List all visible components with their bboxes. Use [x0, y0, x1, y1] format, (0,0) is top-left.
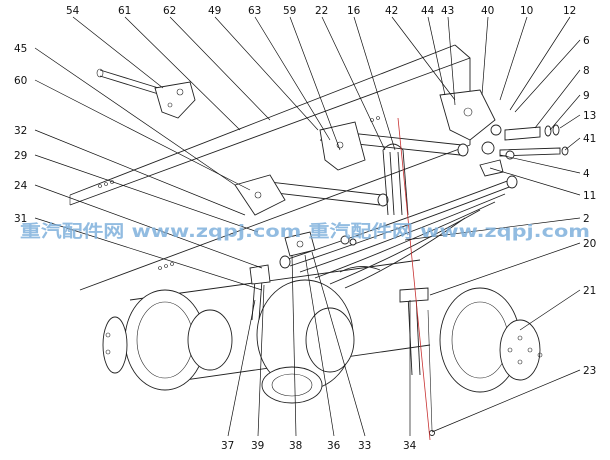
callout-12: 12 — [563, 5, 576, 17]
callout-11: 11 — [583, 190, 596, 202]
callouts-top: 54 61 62 49 63 59 22 16 42 44 43 40 10 1… — [66, 5, 576, 17]
callout-61: 61 — [118, 5, 131, 17]
pins-and-bushings — [479, 124, 569, 177]
callout-59: 59 — [283, 5, 296, 17]
callout-40: 40 — [481, 5, 494, 17]
callout-24: 24 — [14, 180, 28, 192]
frame-rail — [69, 44, 471, 291]
callout-41: 41 — [583, 133, 596, 145]
callout-45: 45 — [14, 43, 27, 55]
callout-43: 43 — [441, 5, 454, 17]
callout-36: 36 — [327, 440, 341, 452]
callout-62: 62 — [163, 5, 176, 17]
callouts-left: 45 60 32 29 24 31 — [14, 43, 28, 225]
callout-9: 9 — [583, 90, 590, 102]
callout-4: 4 — [583, 168, 590, 180]
callout-37: 37 — [221, 440, 234, 452]
callouts-bottom: 37 39 38 36 33 34 — [221, 440, 417, 452]
callouts-right: 6 8 9 13 41 4 11 2 20 21 23 — [583, 35, 596, 377]
callout-63: 63 — [248, 5, 261, 17]
callout-10: 10 — [520, 5, 533, 17]
lower-links — [249, 231, 357, 321]
callout-42: 42 — [385, 5, 398, 17]
upper-torque-rod — [96, 68, 196, 119]
callout-23: 23 — [583, 365, 596, 377]
callout-34: 34 — [403, 440, 417, 452]
axle-assembly — [102, 259, 543, 404]
callout-8: 8 — [583, 65, 590, 77]
watermark-text: 重汽配件网 www.zqpj.com 重汽配件网 www.zqpj.com — [20, 221, 590, 242]
callout-20: 20 — [583, 238, 596, 250]
callout-54: 54 — [66, 5, 80, 17]
callout-33: 33 — [358, 440, 371, 452]
callout-22: 22 — [315, 5, 328, 17]
center-brackets — [234, 89, 496, 216]
leader-lines — [34, 16, 581, 437]
callout-2: 2 — [583, 213, 590, 225]
callout-38: 38 — [289, 440, 302, 452]
callout-49: 49 — [208, 5, 221, 17]
callout-39: 39 — [251, 440, 264, 452]
callout-60: 60 — [14, 75, 27, 87]
callout-44: 44 — [421, 5, 435, 17]
callout-21: 21 — [583, 285, 596, 297]
red-reference-line — [397, 117, 431, 441]
callout-32: 32 — [14, 125, 27, 137]
callout-6: 6 — [583, 35, 590, 47]
callout-31: 31 — [14, 213, 27, 225]
callout-13: 13 — [583, 110, 596, 122]
callout-29: 29 — [14, 150, 27, 162]
callout-16: 16 — [347, 5, 361, 17]
